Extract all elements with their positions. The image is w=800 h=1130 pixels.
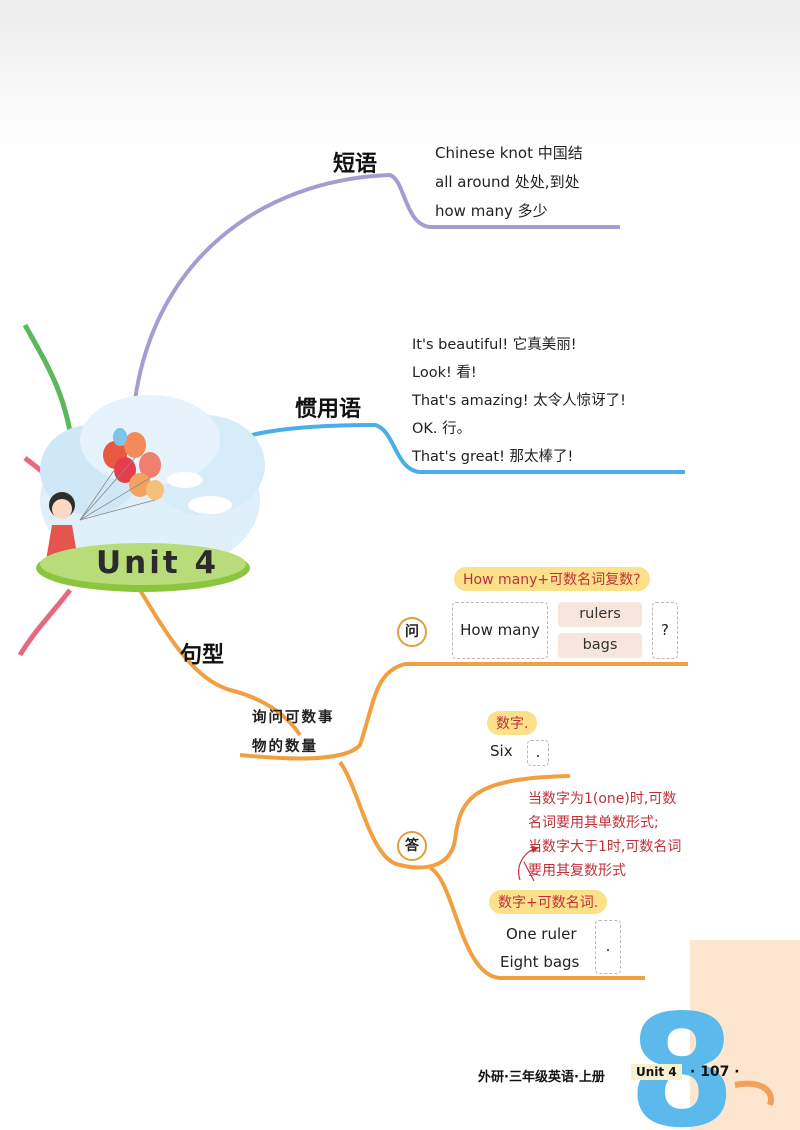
corner-decoration: 8 xyxy=(628,940,800,1130)
ask-lead-box: How many xyxy=(452,602,548,659)
ask-lead: How many xyxy=(460,621,540,639)
idioms-category: 惯用语 xyxy=(295,397,362,422)
phrase-item: all around 处处,到处 xyxy=(435,173,580,191)
answer-end-2: . xyxy=(595,920,621,974)
answer-example: Eight bags xyxy=(500,953,580,971)
phrase-item: how many 多少 xyxy=(435,202,548,220)
answer-example: One ruler xyxy=(506,925,577,943)
idiom-item: OK. 行。 xyxy=(412,421,472,437)
ask-pattern: How many+可数名词复数? xyxy=(454,567,650,591)
answer-branch-upper xyxy=(338,760,571,870)
idiom-item: That's great! 那太棒了! xyxy=(412,449,574,465)
idiom-item: That's amazing! 太令人惊讶了! xyxy=(412,393,626,409)
phrase-item: Chinese knot 中国结 xyxy=(435,144,583,162)
phrase-branch xyxy=(133,172,620,401)
answer-pattern-2: 数字+可数名词. xyxy=(489,890,608,914)
page-background-top xyxy=(0,0,800,150)
ask-end-mark: ? xyxy=(652,602,678,659)
answer-marker: 答 xyxy=(397,831,427,861)
answer-pattern-1: 数字. xyxy=(487,711,538,735)
idioms-list: It's beautiful! 它真美丽! Look! 看! That's am… xyxy=(412,331,626,471)
answer-notes: 当数字为1(one)时,可数 名词要用其单数形式; 当数字大于1时,可数名词 要… xyxy=(528,791,682,879)
footer-unit-badge: Unit 4 xyxy=(631,1064,682,1080)
idiom-item: Look! 看! xyxy=(412,365,477,381)
idiom-item: It's beautiful! 它真美丽! xyxy=(412,337,577,353)
sentence-sub-node: 询问可数事 物的数量 xyxy=(252,710,335,755)
unit-title: Unit 4 xyxy=(96,545,220,581)
phrases-category: 短语 xyxy=(333,152,378,177)
sentence-branch xyxy=(138,588,302,737)
phrases-list: Chinese knot 中国结 all around 处处,到处 how ma… xyxy=(435,139,583,226)
answer-end-1: . xyxy=(527,740,549,766)
answer-example-1: Six xyxy=(490,742,513,760)
svg-text:8: 8 xyxy=(628,981,736,1130)
page-number: · 107 · xyxy=(690,1064,740,1080)
ask-noun: bags xyxy=(558,633,642,658)
footer-book-title: 外研·三年级英语·上册 xyxy=(478,1070,605,1085)
pink-branch-lower xyxy=(17,588,72,657)
answer-examples-2: One ruler Eight bags xyxy=(500,920,579,976)
ask-branch xyxy=(239,662,688,761)
ask-marker: 问 xyxy=(397,617,427,647)
ask-noun: rulers xyxy=(558,602,642,627)
sentence-category: 句型 xyxy=(180,643,225,668)
answer-branch-lower xyxy=(428,866,645,980)
unit-illustration xyxy=(36,395,265,592)
